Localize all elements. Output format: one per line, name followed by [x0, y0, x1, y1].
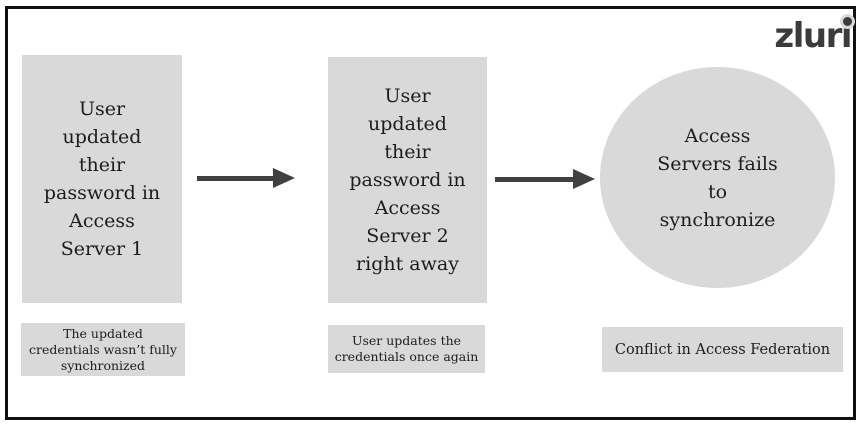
diagram-border [5, 6, 856, 420]
step-1-caption-box: The updated credentials wasn’t fully syn… [21, 323, 185, 376]
arrow-head [273, 168, 295, 188]
step-3-caption: Conflict in Access Federation [614, 341, 831, 358]
step-2-label: User updated their password in Access Se… [349, 85, 466, 275]
step-3-caption-box: Conflict in Access Federation [602, 327, 843, 372]
zluri-logo-text: zluri [774, 16, 852, 56]
logo-ring-dot-icon [840, 14, 855, 29]
step-2-caption-box: User updates the credentials once again [328, 325, 485, 373]
arrow-head [573, 169, 595, 189]
step-2-caption: User updates the credentials once again [334, 333, 479, 364]
arrow-shaft [495, 177, 575, 182]
step-1-caption: The updated credentials wasn’t fully syn… [28, 325, 177, 373]
zluri-logo: zluri [774, 14, 855, 56]
step-3-circle: Access Servers fails to synchronize [600, 67, 835, 288]
arrow-shaft [197, 176, 275, 181]
step-3-label: Access Servers fails to synchronize [657, 124, 778, 231]
step-1-box: User updated their password in Access Se… [22, 55, 182, 303]
step-2-box: User updated their password in Access Se… [328, 57, 487, 303]
step-1-label: User updated their password in Access Se… [43, 98, 161, 260]
